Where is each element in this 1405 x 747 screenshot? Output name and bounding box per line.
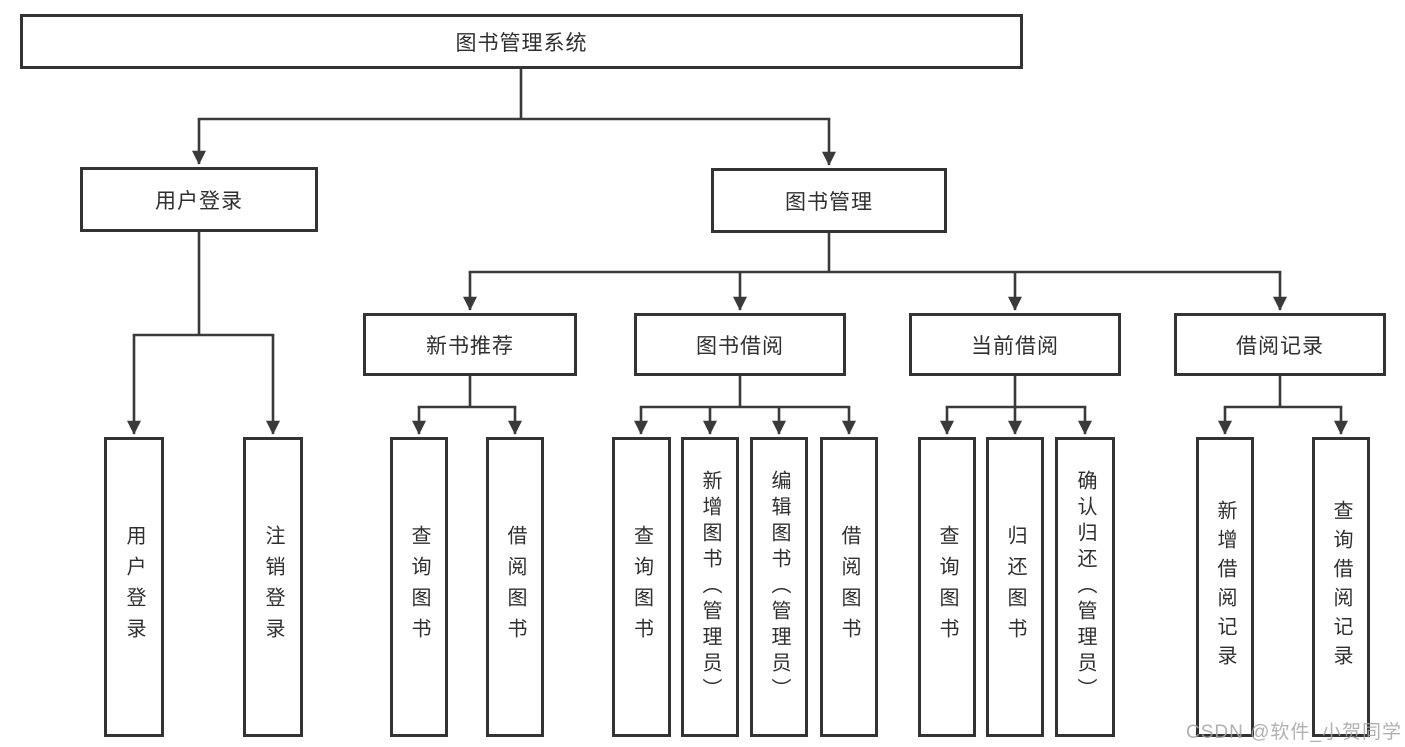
node-book-borrow: 图书借阅 xyxy=(634,313,846,376)
node-cb-return-books: 归还图书 xyxy=(986,437,1044,737)
node-leaf-user-login-label: 用户登录 xyxy=(123,525,145,649)
node-bb-borrow-books: 借阅图书 xyxy=(820,437,878,737)
node-rec-borrow-books-label: 借阅图书 xyxy=(504,525,526,649)
node-br-query-record: 查询借阅记录 xyxy=(1312,437,1370,737)
node-leaf-logout-label: 注销登录 xyxy=(262,525,284,649)
node-bb-query-books-label: 查询图书 xyxy=(630,525,653,649)
node-bb-add-books-admin-label: 新增图书（管理员） xyxy=(699,470,721,704)
node-br-add-record: 新增借阅记录 xyxy=(1196,437,1254,737)
node-cb-return-books-label: 归还图书 xyxy=(1004,525,1026,649)
node-leaf-user-login: 用户登录 xyxy=(104,437,164,737)
node-book-management: 图书管理 xyxy=(711,168,947,233)
node-leaf-logout: 注销登录 xyxy=(243,437,303,737)
node-cb-query-books: 查询图书 xyxy=(918,437,976,737)
node-bb-borrow-books-label: 借阅图书 xyxy=(838,525,860,649)
node-bb-edit-books-admin: 编辑图书（管理员） xyxy=(750,437,808,737)
node-user-login: 用户登录 xyxy=(80,167,318,232)
node-cb-query-books-label: 查询图书 xyxy=(936,525,958,649)
node-library-management-system: 图书管理系统 xyxy=(20,14,1023,69)
node-cb-confirm-return-admin: 确认归还（管理员） xyxy=(1055,437,1115,737)
node-rec-query-books: 查询图书 xyxy=(390,437,448,737)
csdn-watermark: CSDN @软件_小贺同学 xyxy=(1186,722,1402,743)
node-new-book-recommend: 新书推荐 xyxy=(363,313,577,376)
node-bb-add-books-admin: 新增图书（管理员） xyxy=(681,437,739,737)
node-cb-confirm-return-admin-label: 确认归还（管理员） xyxy=(1074,470,1096,704)
node-current-borrow: 当前借阅 xyxy=(909,313,1121,376)
node-br-query-record-label: 查询借阅记录 xyxy=(1330,500,1352,674)
node-borrow-records: 借阅记录 xyxy=(1174,313,1386,376)
node-bb-query-books: 查询图书 xyxy=(612,437,671,737)
node-bb-edit-books-admin-label: 编辑图书（管理员） xyxy=(768,470,790,704)
node-rec-query-books-label: 查询图书 xyxy=(408,525,430,649)
node-br-add-record-label: 新增借阅记录 xyxy=(1214,500,1236,674)
node-rec-borrow-books: 借阅图书 xyxy=(486,437,544,737)
